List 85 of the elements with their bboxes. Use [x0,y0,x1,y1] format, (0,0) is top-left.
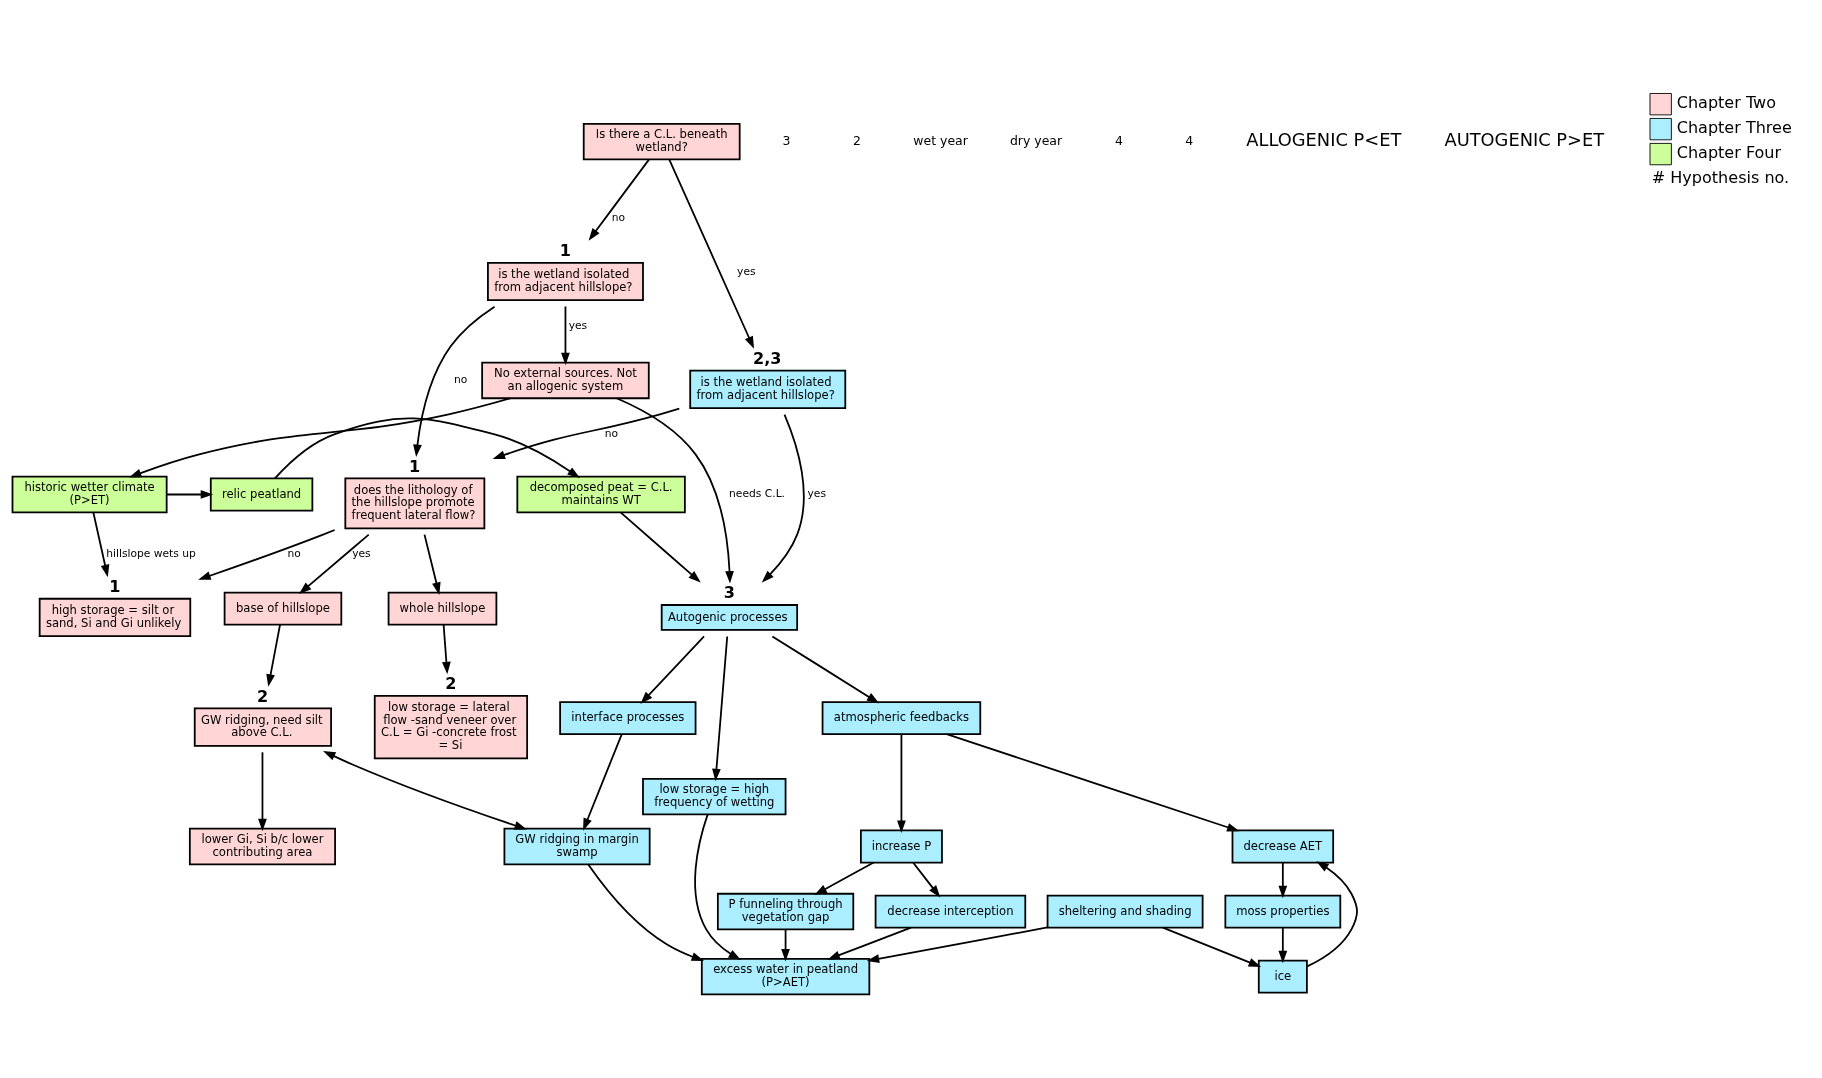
node-label: 2,3 [753,348,782,368]
arrow [1162,926,1262,967]
node-box: P funneling through vegetation gap [716,892,855,930]
node-box: atmospheric feedbacks [821,700,982,735]
arrow [619,511,701,583]
arrow [299,533,370,594]
arrow [771,635,880,703]
arrow [761,413,805,583]
arrow [1278,926,1288,963]
node-label: 1 [109,576,121,596]
label: 2 [852,132,861,148]
arrow [165,489,214,499]
arrow [694,813,741,960]
arrow [712,635,729,781]
arrow [1306,860,1358,967]
node-box: decrease interception [874,894,1027,928]
arrow [323,750,527,830]
arrow [583,732,623,831]
arrow [640,635,705,704]
arrow [587,863,705,961]
arrow [814,861,875,895]
arrow [615,396,734,584]
arrow [588,158,650,241]
edge-label: yes [352,546,371,560]
arrow [413,305,496,457]
arrow [668,158,755,349]
node-box: low storage = high frequency of wetting [642,777,787,815]
arrow [92,511,110,577]
node-label: 1 [559,240,571,260]
node-label: 3 [723,582,735,602]
edge-label: no [287,546,301,560]
arrow [897,732,906,833]
node-box: moss properties [1224,894,1342,928]
legend-label: Chapter Three [1676,117,1792,137]
node-box: Is there a C.L. beneath wetland? [582,122,741,160]
edge-label: yes [807,486,826,500]
edge-label: no [604,426,618,440]
node-box: lower Gi, Si b/c lower contributing area [188,827,336,865]
arrow [1278,861,1288,898]
node-box: increase P [860,829,943,863]
arrow [492,407,681,459]
node-box: GW ridging in margin swamp [503,827,651,865]
arrow [946,732,1240,831]
node-box: base of hillslope [223,591,343,625]
arrow [827,926,912,960]
node-box: decomposed peat = C.L. maintains WT [516,475,686,513]
arrow [266,623,281,687]
node-box: relic peatland [209,477,314,511]
node-label: 2 [445,673,457,693]
node-box: sheltering and shading [1046,894,1204,928]
legend-label: # Hypothesis no. [1651,167,1790,187]
edge-label: no [454,372,468,386]
label: AUTOGENIC P>ET [1444,128,1605,150]
arrow [781,928,790,961]
edge-label: yes [568,318,588,332]
arrow [561,305,570,365]
arrow [274,417,580,479]
node-box: whole hillslope [387,591,498,625]
node-label: 1 [409,456,421,476]
arrow [866,926,1049,963]
label: 4 [1114,132,1123,148]
edge-label: hillslope wets up [106,546,196,560]
label: 3 [782,132,791,148]
arrow [442,623,451,674]
node-label: 2 [257,686,269,706]
node-box: interface processes [559,700,697,735]
label: 4 [1185,132,1194,148]
edge-label: needs C.L. [729,486,785,500]
arrow [258,750,267,831]
label: dry year [1009,132,1063,148]
edge-label: yes [737,264,756,278]
edge-label: no [611,210,626,224]
legend-label: Chapter Four [1676,142,1782,162]
label: wet year [913,132,968,148]
arrow [423,533,441,595]
legend-label: Chapter Two [1676,92,1776,112]
node-box: No external sources. Not an allogenic system [481,361,650,399]
node-box: decrease AET [1231,829,1335,863]
arrow [128,396,512,478]
node-box: ice [1257,959,1308,994]
node-box: historic wetter climate (P>ET) [11,475,168,513]
arrow [198,528,336,580]
arrow [912,861,941,898]
node-box: excess water in peatland (P>AET) [700,957,871,995]
label: ALLOGENIC P<ET [1246,128,1402,150]
